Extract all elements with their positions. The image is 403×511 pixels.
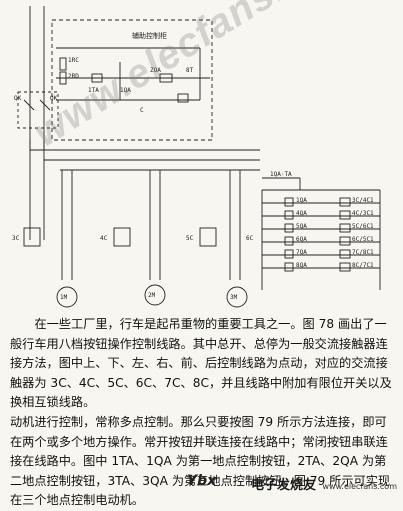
motor3-label: 3M xyxy=(230,294,238,301)
zoa-right-label: 8T xyxy=(186,67,194,74)
coil2-label: 4C/3C1 xyxy=(352,210,374,217)
paragraph-1: 在一些工厂里，行车是起吊重物的重要工具之一。图 78 画出了一般行车用八档按钮操… xyxy=(10,317,392,410)
left-6c-label: 6C xyxy=(246,235,254,242)
coil6-label: 8C/7C1 xyxy=(352,262,374,269)
btn2-label: 4QA xyxy=(296,210,307,217)
left-3c-label: 3C xyxy=(12,235,20,242)
btn4-label: 6QA xyxy=(296,236,307,243)
qk-right-label: QK xyxy=(50,95,58,102)
btn3-label: 5QA xyxy=(296,223,307,230)
logo-url: www.elecfans.com xyxy=(322,482,398,491)
motor1-label: 1M xyxy=(60,294,68,301)
one-ta-label: 1TA xyxy=(88,87,99,94)
paragraph-2: 动机进行控制，常称多点控制。那么只要按图 79 所示方法连接，即可在两个或多个地… xyxy=(10,414,391,508)
box-label: 辅助控制柜 xyxy=(132,31,167,40)
article-text: 在一些工厂里，行车是起吊重物的重要工具之一。图 78 画出了一般行车用八档按钮操… xyxy=(10,315,396,511)
circuit-diagram: 辅助控制柜 QK QK ZOA 8T 1RC 2RD 1TA 1QA C 1QA… xyxy=(12,6,381,308)
motor2-label: 2M xyxy=(148,292,156,299)
pair-top-label: 1QA·TA xyxy=(270,171,292,178)
coil1-label: 3C/4C1 xyxy=(352,197,374,204)
site-logo[interactable]: Ybx 电子发烧友 www.elecfans.com xyxy=(187,473,398,493)
btn6-label: 8QA xyxy=(296,262,307,269)
coil4-label: 6C/5C1 xyxy=(352,236,374,243)
c-mid-label: C xyxy=(140,107,144,114)
coil5-label: 7C/8C1 xyxy=(352,249,374,256)
fuse2-label: 2RD xyxy=(68,73,79,80)
left-5c-label: 5C xyxy=(186,235,194,242)
left-4c-label: 4C xyxy=(100,235,108,242)
fuse1-label: 1RC xyxy=(68,57,79,64)
zoa-label: ZOA xyxy=(150,67,161,74)
logo-mark: Ybx xyxy=(186,473,217,489)
logo-text: 电子发烧友 xyxy=(250,478,316,493)
btn1-label: 1QA xyxy=(296,197,307,204)
btn5-label: 7QA xyxy=(296,249,307,256)
coil3-label: 5C/6C1 xyxy=(352,223,374,230)
one-qa-label: 1QA xyxy=(120,87,131,94)
qk-left-label: QK xyxy=(14,95,22,102)
